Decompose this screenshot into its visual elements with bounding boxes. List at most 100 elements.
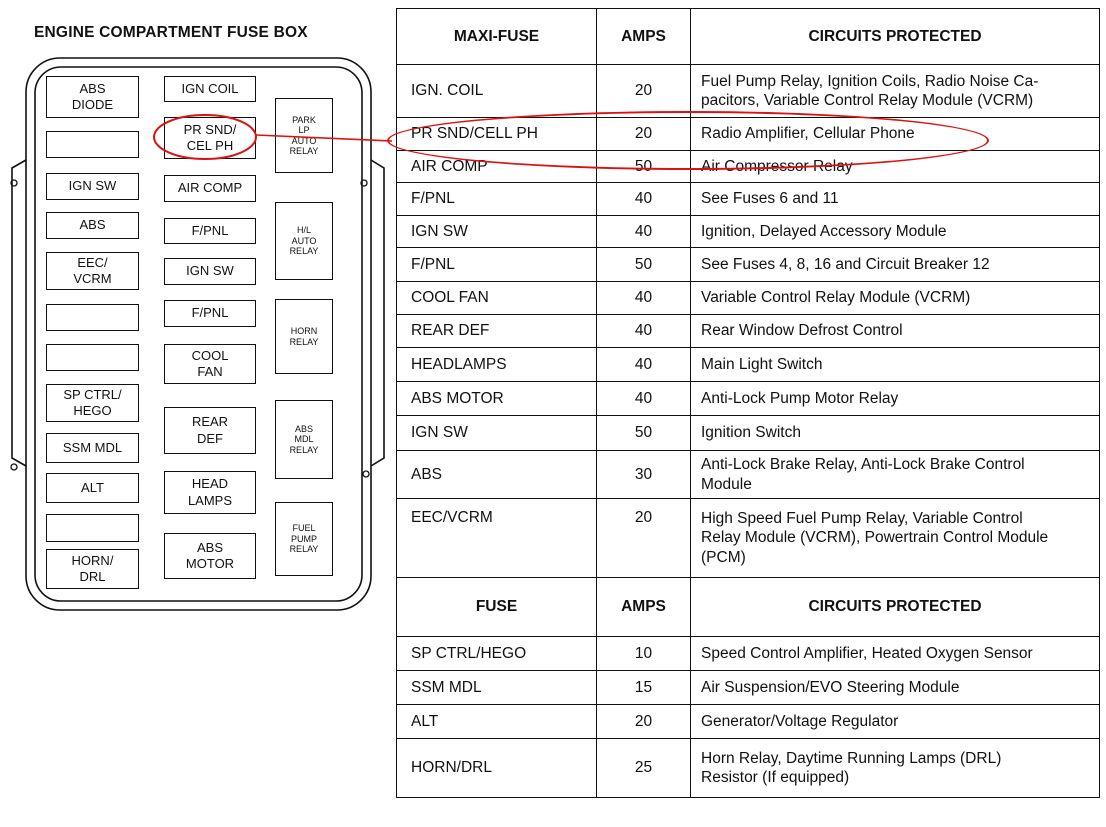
fuse-name-cell: IGN SW (396, 415, 597, 451)
circuits-text-line: Rear Window Defrost Control (701, 322, 903, 340)
amps-cell: 50 (596, 247, 691, 282)
circuits-cell: Fuel Pump Relay, Ignition Coils, Radio N… (690, 64, 1100, 118)
relay-slot: HORN RELAY (275, 299, 333, 374)
fuse-name-cell: COOL FAN (396, 281, 597, 315)
fuse-name-cell: IGN SW (396, 215, 597, 248)
circuits-cell: Rear Window Defrost Control (690, 314, 1100, 348)
fuse-name-cell: SSM MDL (396, 670, 597, 705)
fuse-name-cell: ABS MOTOR (396, 381, 597, 416)
fuse-slot: HORN/ DRL (46, 549, 139, 589)
fuse-name-cell: AIR COMP (396, 150, 597, 183)
fuse-slot: ABS (46, 212, 139, 239)
fuse-slot: COOL FAN (164, 344, 256, 384)
circuits-text-line: Horn Relay, Daytime Running Lamps (DRL) (701, 749, 1002, 767)
fuse-name-cell: ALT (396, 704, 597, 739)
amps-cell: 20 (596, 64, 691, 118)
fuse-slot: REAR DEF (164, 407, 256, 454)
fuse-slot: ALT (46, 473, 139, 503)
fuse-name-cell: SP CTRL/HEGO (396, 636, 597, 671)
amps-cell: 40 (596, 381, 691, 416)
fuse-box-outline (10, 57, 385, 611)
circuits-cell: Anti-Lock Brake Relay, Anti-Lock Brake C… (690, 450, 1100, 499)
circuits-text-line: Anti-Lock Pump Motor Relay (701, 389, 899, 407)
circuits-text-line: Generator/Voltage Regulator (701, 712, 899, 730)
fuse-slot (46, 344, 139, 371)
fuse-name-cell: HEADLAMPS (396, 347, 597, 382)
amps-cell: 20 (596, 704, 691, 739)
amps-cell: 50 (596, 415, 691, 451)
amps-cell: 25 (596, 738, 691, 798)
circuits-text-line: High Speed Fuel Pump Relay, Variable Con… (701, 510, 1023, 527)
fuse-slot (46, 514, 139, 542)
circuits-text-line: Radio Amplifier, Cellular Phone (701, 125, 915, 143)
relay-slot: H/L AUTO RELAY (275, 202, 333, 280)
circuits-text-line: Ignition, Delayed Accessory Module (701, 222, 947, 240)
fuse-slot: PR SND/ CEL PH (164, 117, 256, 159)
header-name-cell: FUSE (396, 577, 597, 637)
circuits-cell: Anti-Lock Pump Motor Relay (690, 381, 1100, 416)
fuse-name-cell: IGN. COIL (396, 64, 597, 118)
circuits-cell: Air Suspension/EVO Steering Module (690, 670, 1100, 705)
relay-slot: FUEL PUMP RELAY (275, 502, 333, 576)
relay-slot: PARK LP AUTO RELAY (275, 98, 333, 173)
amps-cell: 20 (596, 498, 691, 578)
circuits-text-line: Resistor (If equipped) (701, 769, 850, 786)
amps-cell: 10 (596, 636, 691, 671)
circuits-text-line: Anti-Lock Brake Relay, Anti-Lock Brake C… (701, 456, 1025, 474)
header-amps-cell: AMPS (596, 8, 691, 65)
fuse-name-cell: ABS (396, 450, 597, 499)
circuits-cell: Main Light Switch (690, 347, 1100, 382)
fuse-slot: IGN SW (164, 258, 256, 285)
fuse-slot: SP CTRL/ HEGO (46, 384, 139, 422)
fuse-slot: HEAD LAMPS (164, 471, 256, 514)
circuits-text-line: Air Compressor Relay (701, 157, 853, 175)
circuits-cell: Generator/Voltage Regulator (690, 704, 1100, 739)
circuits-cell: Radio Amplifier, Cellular Phone (690, 117, 1100, 151)
header-amps-cell: AMPS (596, 577, 691, 637)
amps-cell: 50 (596, 150, 691, 183)
circuits-text-line: pacitors, Variable Control Relay Module … (701, 92, 1034, 109)
circuits-text-line: Fuel Pump Relay, Ignition Coils, Radio N… (701, 72, 1039, 90)
circuits-text-line: Variable Control Relay Module (VCRM) (701, 289, 971, 307)
fuse-slot: F/PNL (164, 300, 256, 327)
amps-cell: 30 (596, 450, 691, 499)
fuse-slot: IGN SW (46, 173, 139, 200)
fuse-slot: EEC/ VCRM (46, 252, 139, 290)
fuse-slot: AIR COMP (164, 175, 256, 202)
amps-cell: 40 (596, 182, 691, 216)
circuits-cell: High Speed Fuel Pump Relay, Variable Con… (690, 498, 1100, 578)
amps-cell: 40 (596, 314, 691, 348)
fuse-slot: IGN COIL (164, 76, 256, 102)
circuits-text-line: (PCM) (701, 548, 746, 566)
fuse-name-cell: HORN/DRL (396, 738, 597, 798)
circuits-cell: Ignition Switch (690, 415, 1100, 451)
fuse-box-diagram: ABS DIODE IGN SW ABS EEC/ VCRM SP CTRL/ … (0, 0, 390, 827)
fuse-name-cell: PR SND/CELL PH (396, 117, 597, 151)
circuits-cell: Ignition, Delayed Accessory Module (690, 215, 1100, 248)
amps-cell: 20 (596, 117, 691, 151)
circuits-text-line: See Fuses 6 and 11 (701, 190, 839, 208)
fuse-name-cell: EEC/VCRM (396, 498, 597, 578)
header-circuits-cell: CIRCUITS PROTECTED (690, 8, 1100, 65)
circuits-cell: Variable Control Relay Module (VCRM) (690, 281, 1100, 315)
relay-slot: ABS MDL RELAY (275, 400, 333, 479)
amps-cell: 40 (596, 215, 691, 248)
fuse-slot (46, 131, 139, 158)
circuits-text-line: Speed Control Amplifier, Heated Oxygen S… (701, 644, 1033, 662)
amps-cell: 40 (596, 281, 691, 315)
circuits-cell: Air Compressor Relay (690, 150, 1100, 183)
